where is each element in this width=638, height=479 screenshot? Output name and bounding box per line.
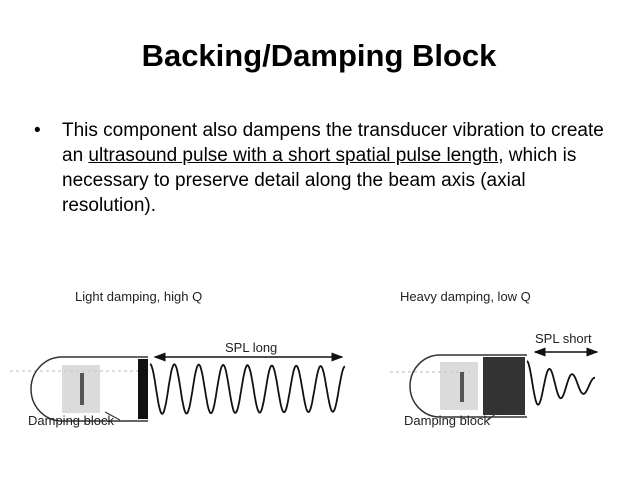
- spl-short-label: SPL short: [535, 331, 592, 346]
- heavy-damping-heading: Heavy damping, low Q: [400, 289, 531, 304]
- light-damping-transducer: Light damping, high Q SPL long Damping b…: [10, 289, 346, 428]
- heavy-damping-transducer: Heavy damping, low Q SPL short Damping b…: [390, 289, 599, 428]
- short-pulse-wave: [526, 360, 595, 406]
- damping-block-thick: [483, 357, 525, 415]
- right-damping-block-label: Damping block: [404, 413, 490, 428]
- bullet-underlined-text: ultrasound pulse with a short spatial pu…: [88, 145, 499, 166]
- bullet-point: • This component also dampens the transd…: [34, 118, 604, 218]
- spl-long-label: SPL long: [225, 340, 277, 355]
- bullet-text: This component also dampens the transduc…: [62, 118, 604, 218]
- transducer-housing: [409, 354, 527, 418]
- bullet-text-end: , which is necessary to preserve detail …: [62, 145, 577, 216]
- crystal-element: [440, 362, 478, 410]
- damping-block-thin: [138, 359, 148, 419]
- transducer-housing: [30, 356, 148, 422]
- bullet-text-start: This component also dampens the transduc…: [62, 120, 604, 166]
- bullet-marker: •: [34, 120, 41, 141]
- slide-title: Backing/Damping Block: [141, 38, 497, 73]
- long-pulse-wave: [149, 363, 346, 415]
- left-damping-block-label: Damping block: [28, 413, 114, 428]
- light-damping-heading: Light damping, high Q: [75, 289, 202, 304]
